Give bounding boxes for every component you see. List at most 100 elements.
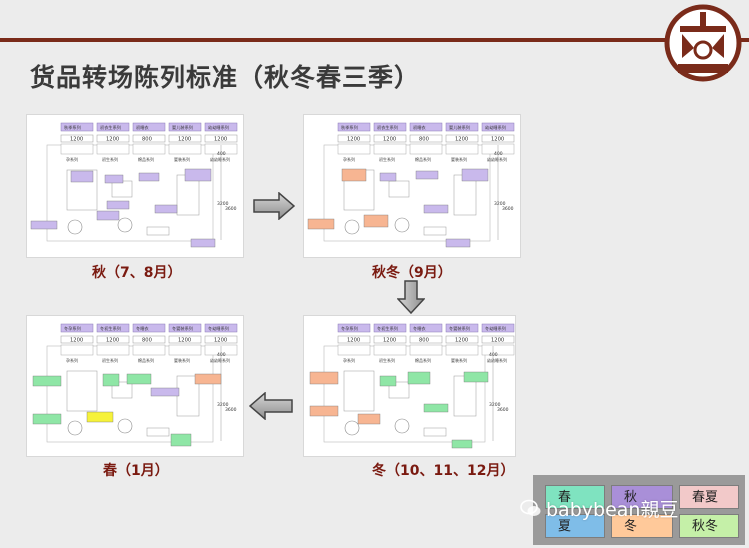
shelf-category-box (60, 323, 94, 333)
fixture-table (343, 370, 375, 412)
counter (423, 427, 447, 437)
shelf-dim-box (60, 134, 94, 143)
wall-shelf (96, 344, 130, 356)
round-table (117, 217, 133, 233)
wall-shelf (445, 344, 479, 356)
vertical-dimension: 3600 (502, 206, 514, 212)
wall-shelf (373, 143, 407, 155)
vertical-dimension: 3200 (217, 402, 229, 408)
shelf-dimension: 1200 (455, 137, 468, 143)
shelf-name: 幼幼睡系列 (487, 357, 507, 363)
shelf-dim-box (409, 335, 443, 344)
round-table (394, 418, 410, 434)
merch-tag (461, 168, 489, 182)
wall-shelf (445, 143, 479, 155)
shelf-category-label: 初睡衣 (136, 124, 149, 131)
wall-shelf (60, 143, 94, 155)
merch-tag (30, 220, 58, 230)
merch-tag (106, 200, 130, 210)
shelf-dimension: 1200 (347, 137, 360, 143)
shelf-dim-box (168, 335, 202, 344)
vertical-dimension: 3200 (217, 201, 229, 207)
shelf-name: 棉品系列 (415, 357, 431, 363)
merch-tag (407, 371, 431, 385)
shelf-dimension: 1200 (178, 338, 191, 344)
merch-tag (415, 170, 439, 180)
wall-shelf (60, 344, 94, 356)
merch-tag (363, 214, 389, 228)
wall-shelf (481, 344, 515, 356)
merch-tag (32, 375, 62, 387)
shelf-dimension: 800 (142, 137, 152, 143)
caption-winter: 冬（10、11、12月） (372, 463, 515, 479)
fixture-table (388, 180, 410, 198)
shelf-name: 幼幼睡系列 (210, 357, 230, 363)
shelf-dim-box (168, 134, 202, 143)
caption-spring: 春（1月） (103, 463, 169, 479)
merch-tag (357, 413, 381, 425)
shelf-category-box (96, 323, 130, 333)
shelf-name: 幼幼睡系列 (210, 156, 230, 162)
shelf-category-box (60, 122, 94, 132)
merch-tag (309, 371, 339, 385)
shelf-dim-box (337, 335, 371, 344)
wall-shelf (168, 143, 202, 155)
merch-tag (194, 373, 222, 385)
fixture-table (388, 381, 410, 399)
shelf-category-label: 冬幼睡系列 (485, 325, 506, 332)
shelf-name: 棉品系列 (138, 156, 154, 162)
wall-shelf (132, 344, 166, 356)
shelf-category-box (168, 122, 202, 132)
shelf-category-label: 初衣生系列 (377, 124, 398, 131)
shelf-dim-box (481, 335, 515, 344)
shelf-dim-box (204, 335, 238, 344)
shelf-dimension: 1200 (70, 137, 83, 143)
shelf-dim-box (96, 335, 130, 344)
shelf-dim-box (60, 335, 94, 344)
shelf-name: 初生系列 (379, 156, 395, 162)
wall-shelf (337, 344, 371, 356)
shelf-dimension: 800 (142, 338, 152, 344)
round-table (344, 219, 360, 235)
legend-swatch-spring-summer: 春夏 (679, 485, 739, 509)
legend-swatch-spring: 春 (545, 485, 605, 509)
merch-tag (307, 218, 335, 230)
shelf-dim-box (481, 134, 515, 143)
shelf-name: 孕系列 (343, 357, 355, 363)
legend-swatch-summer: 夏 (545, 514, 605, 538)
round-table (67, 420, 83, 436)
shelf-category-label: 冬孕系列 (341, 325, 358, 332)
shelf-dim-box (337, 134, 371, 143)
wall-shelf (409, 344, 443, 356)
shelf-category-box (445, 122, 479, 132)
merch-tag (379, 172, 397, 182)
merch-tag (138, 172, 160, 182)
wall-shelf (168, 344, 202, 356)
shelf-category-label: 冬睡衣 (136, 325, 149, 332)
fixture-table (111, 180, 133, 198)
shelf-dim-box (409, 134, 443, 143)
shelf-name: 婴装系列 (451, 156, 467, 162)
merch-tag (86, 411, 114, 423)
shelf-name: 婴装系列 (174, 357, 190, 363)
round-table (344, 420, 360, 436)
shelf-category-box (204, 122, 238, 132)
merch-tag (184, 168, 212, 182)
shelf-name: 初生系列 (102, 357, 118, 363)
shelf-name: 婴装系列 (174, 156, 190, 162)
merch-tag (463, 371, 489, 383)
round-table (394, 217, 410, 233)
shelf-dimension: 1200 (214, 338, 227, 344)
wall-shelf (373, 344, 407, 356)
round-table (117, 418, 133, 434)
vertical-dimension: 400 (489, 352, 498, 358)
shelf-dimension: 800 (419, 338, 429, 344)
fixture-table (66, 169, 98, 211)
shelf-dimension: 1200 (347, 338, 360, 344)
shelf-category-box (409, 323, 443, 333)
legend-swatch-autumn-winter: 秋冬 (679, 514, 739, 538)
